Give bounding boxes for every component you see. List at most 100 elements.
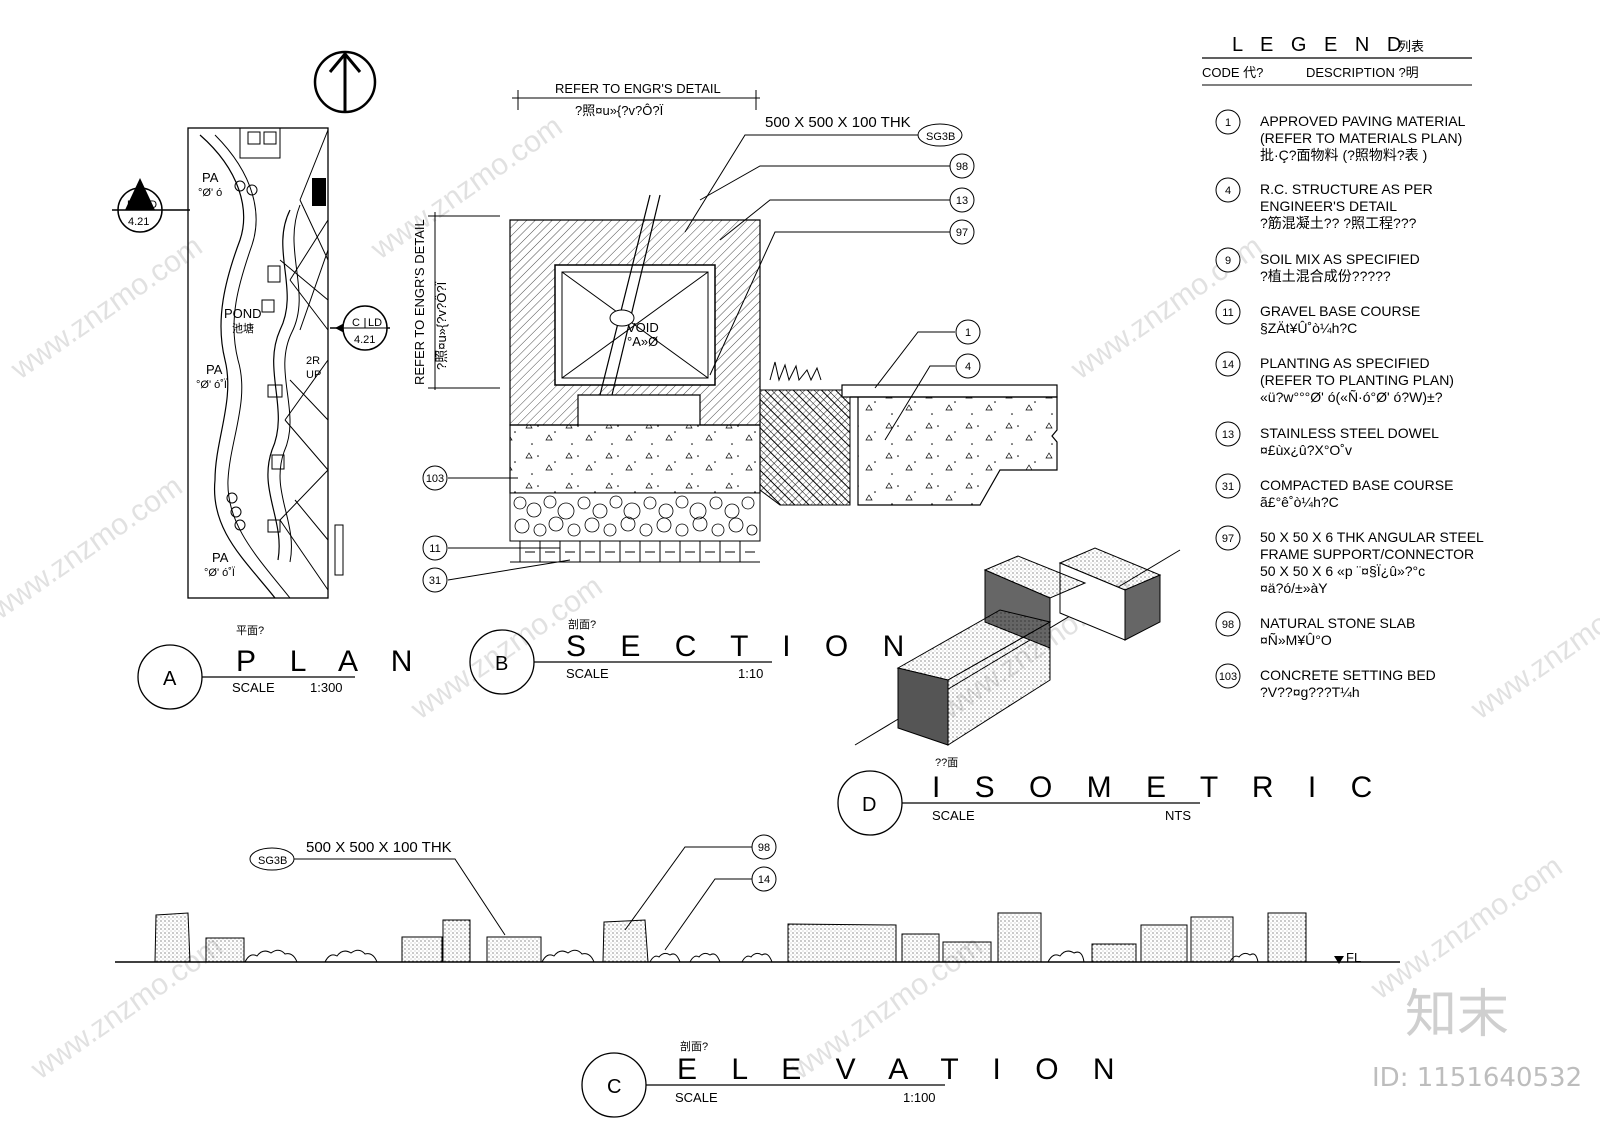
marker-c-sheet: 4.21 [354,334,375,346]
callout-number: 13 [956,195,968,207]
isometric-title-block: D ??面 I S O M E T R I C SCALE NTS [837,757,1385,836]
legend-item-line: R.C. STRUCTURE AS PER [1260,181,1433,197]
plan-label-pa-sub: °Ø' ó˚Ï [196,379,228,391]
callout-number: 103 [426,473,444,485]
section-callouts [447,134,955,581]
legend-item-code: 97 [1222,533,1234,545]
section-drawing: REFER TO ENGR'S DETAIL ?照¤u»{?v?Ô?Ï REFE… [412,81,1058,581]
plan-label-pond: POND [224,306,262,321]
legend-item-code: 11 [1222,307,1233,319]
plan-label-pa-sub: °Ø' ó [198,187,222,199]
legend-item-line: ENGINEER'S DETAIL [1260,198,1397,214]
plan-label-pa: PA [212,550,229,565]
plan-label-steps: 2R [306,355,320,367]
legend-item-code: 103 [1219,671,1237,683]
section-void-label-cn: °A»Ø [627,334,658,349]
legend-col-code: CODE 代? [1202,65,1263,80]
marker-b-ref: LD [143,199,157,211]
plan-title-cn: 平面? [236,625,264,637]
legend-item-code: 14 [1222,359,1234,371]
plan-label-pa: PA [206,362,223,377]
plan-label-pa: PA [202,170,219,185]
callout-marker: 103 [422,465,448,491]
section-top-note: REFER TO ENGR'S DETAIL [555,81,721,96]
section-scale: 1:10 [738,666,763,681]
callout-marker: 97 [949,219,975,245]
legend-item-line: ?V??¤g???T¼h [1260,684,1360,700]
legend-item-line: FRAME SUPPORT/CONNECTOR [1260,546,1474,562]
section-side-note: REFER TO ENGR'S DETAIL [412,219,427,385]
callout-marker: 98 [949,153,975,179]
marker-b-sheet: 4.21 [128,216,149,228]
callout-number: 4 [965,361,971,373]
legend-item-line: CONCRETE SETTING BED [1260,667,1436,683]
legend-item: 13 STAINLESS STEEL DOWEL¤£ùx¿û?X°O˚v [1215,421,1439,458]
elevation-title-cn: 剖面? [680,1039,708,1053]
elevation-scale-label: SCALE [675,1090,718,1105]
elevation-fl: FL [1346,950,1361,965]
watermark-text: www.znzmo.com [4,230,208,387]
legend-item-line: STAINLESS STEEL DOWEL [1260,425,1439,441]
watermark-id: ID: 1151640532 [1372,1063,1582,1093]
plan-scale-label: SCALE [232,680,275,695]
section-top-note-cn: ?照¤u»{?v?Ô?Ï [575,103,664,118]
legend-item-line: ã£°ê˚ò¼h?C [1260,494,1339,510]
callout-marker: 11 [422,535,448,561]
isometric-title: I S O M E T R I C [932,771,1385,804]
isometric-drawing [854,547,1181,746]
plan-label-pa-sub: °Ø' ó˚Ï [204,567,236,579]
plan-circle-letter: A [163,668,177,690]
legend-title-cn: 列表 [1398,39,1424,54]
legend-item-line: (REFER TO PLANTING PLAN) [1260,372,1454,388]
isometric-scale: NTS [1165,808,1191,823]
callout-marker: 31 [422,567,448,593]
callout-number: 11 [429,543,440,555]
watermark-text: www.znzmo.com [0,470,188,627]
legend-item: 103 CONCRETE SETTING BED?V??¤g???T¼h [1215,663,1436,700]
gravel-stones [513,495,758,537]
legend-item-line: §ZÄt¥Û˚ò¼h?C [1260,320,1357,336]
section-circle-letter: B [495,653,508,675]
section-slab-note: 500 X 500 X 100 THK [765,114,911,131]
section-void-label: VOID [627,320,659,335]
legend-item-line: PLANTING AS SPECIFIED [1260,355,1430,371]
elevation-stones [154,912,1307,963]
legend-item-line: ¤£ùx¿û?X°O˚v [1260,442,1352,458]
legend-item-code: 4 [1225,185,1231,197]
elevation-circle-letter: C [607,1076,621,1098]
legend-item-line: ?植土混合成份????? [1260,268,1391,284]
plan-label-steps-up: UP [306,369,321,381]
callout-number: 98 [758,842,770,854]
legend-item-code: 1 [1225,117,1231,129]
legend-item-line: 批·Ç?面物料 (?照物料?表 ) [1260,147,1427,163]
legend-item-code: 98 [1222,619,1234,631]
callout-marker: 14 [751,866,777,892]
marker-c-letter: C [352,317,360,329]
legend-item-line: COMPACTED BASE COURSE [1260,477,1453,493]
legend-item-line: (REFER TO MATERIALS PLAN) [1260,130,1462,146]
section-title-cn: 剖面? [568,617,596,631]
legend-item-code: 13 [1222,429,1234,441]
callout-number: 97 [956,227,968,239]
elevation-title-block: C 剖面? E L E V A T I O N SCALE 1:100 [581,1039,1115,1118]
legend-col-desc: DESCRIPTION ?明 [1306,65,1419,80]
legend-item-line: ¤ä?ó/±»àY [1260,580,1328,596]
plan-drawing: PA °Ø' ó POND 池塘 PA °Ø' ó˚Ï PA °Ø' ó˚Ï 2… [187,127,344,599]
legend-item-line: 50 X 50 X 6 «p ¨¤§Ï¿û»?°c [1260,563,1425,579]
legend-item: 11 GRAVEL BASE COURSE§ZÄt¥Û˚ò¼h?C [1215,299,1420,336]
plan-scale: 1:300 [310,680,343,695]
watermark-text: www.znzmo.com [1364,850,1568,1007]
legend-item-line: GRAVEL BASE COURSE [1260,303,1420,319]
legend-item-line: SOIL MIX AS SPECIFIED [1260,251,1420,267]
legend-item-line: NATURAL STONE SLAB [1260,615,1415,631]
isometric-circle-letter: D [862,794,876,816]
elevation-scale: 1:100 [903,1090,936,1105]
